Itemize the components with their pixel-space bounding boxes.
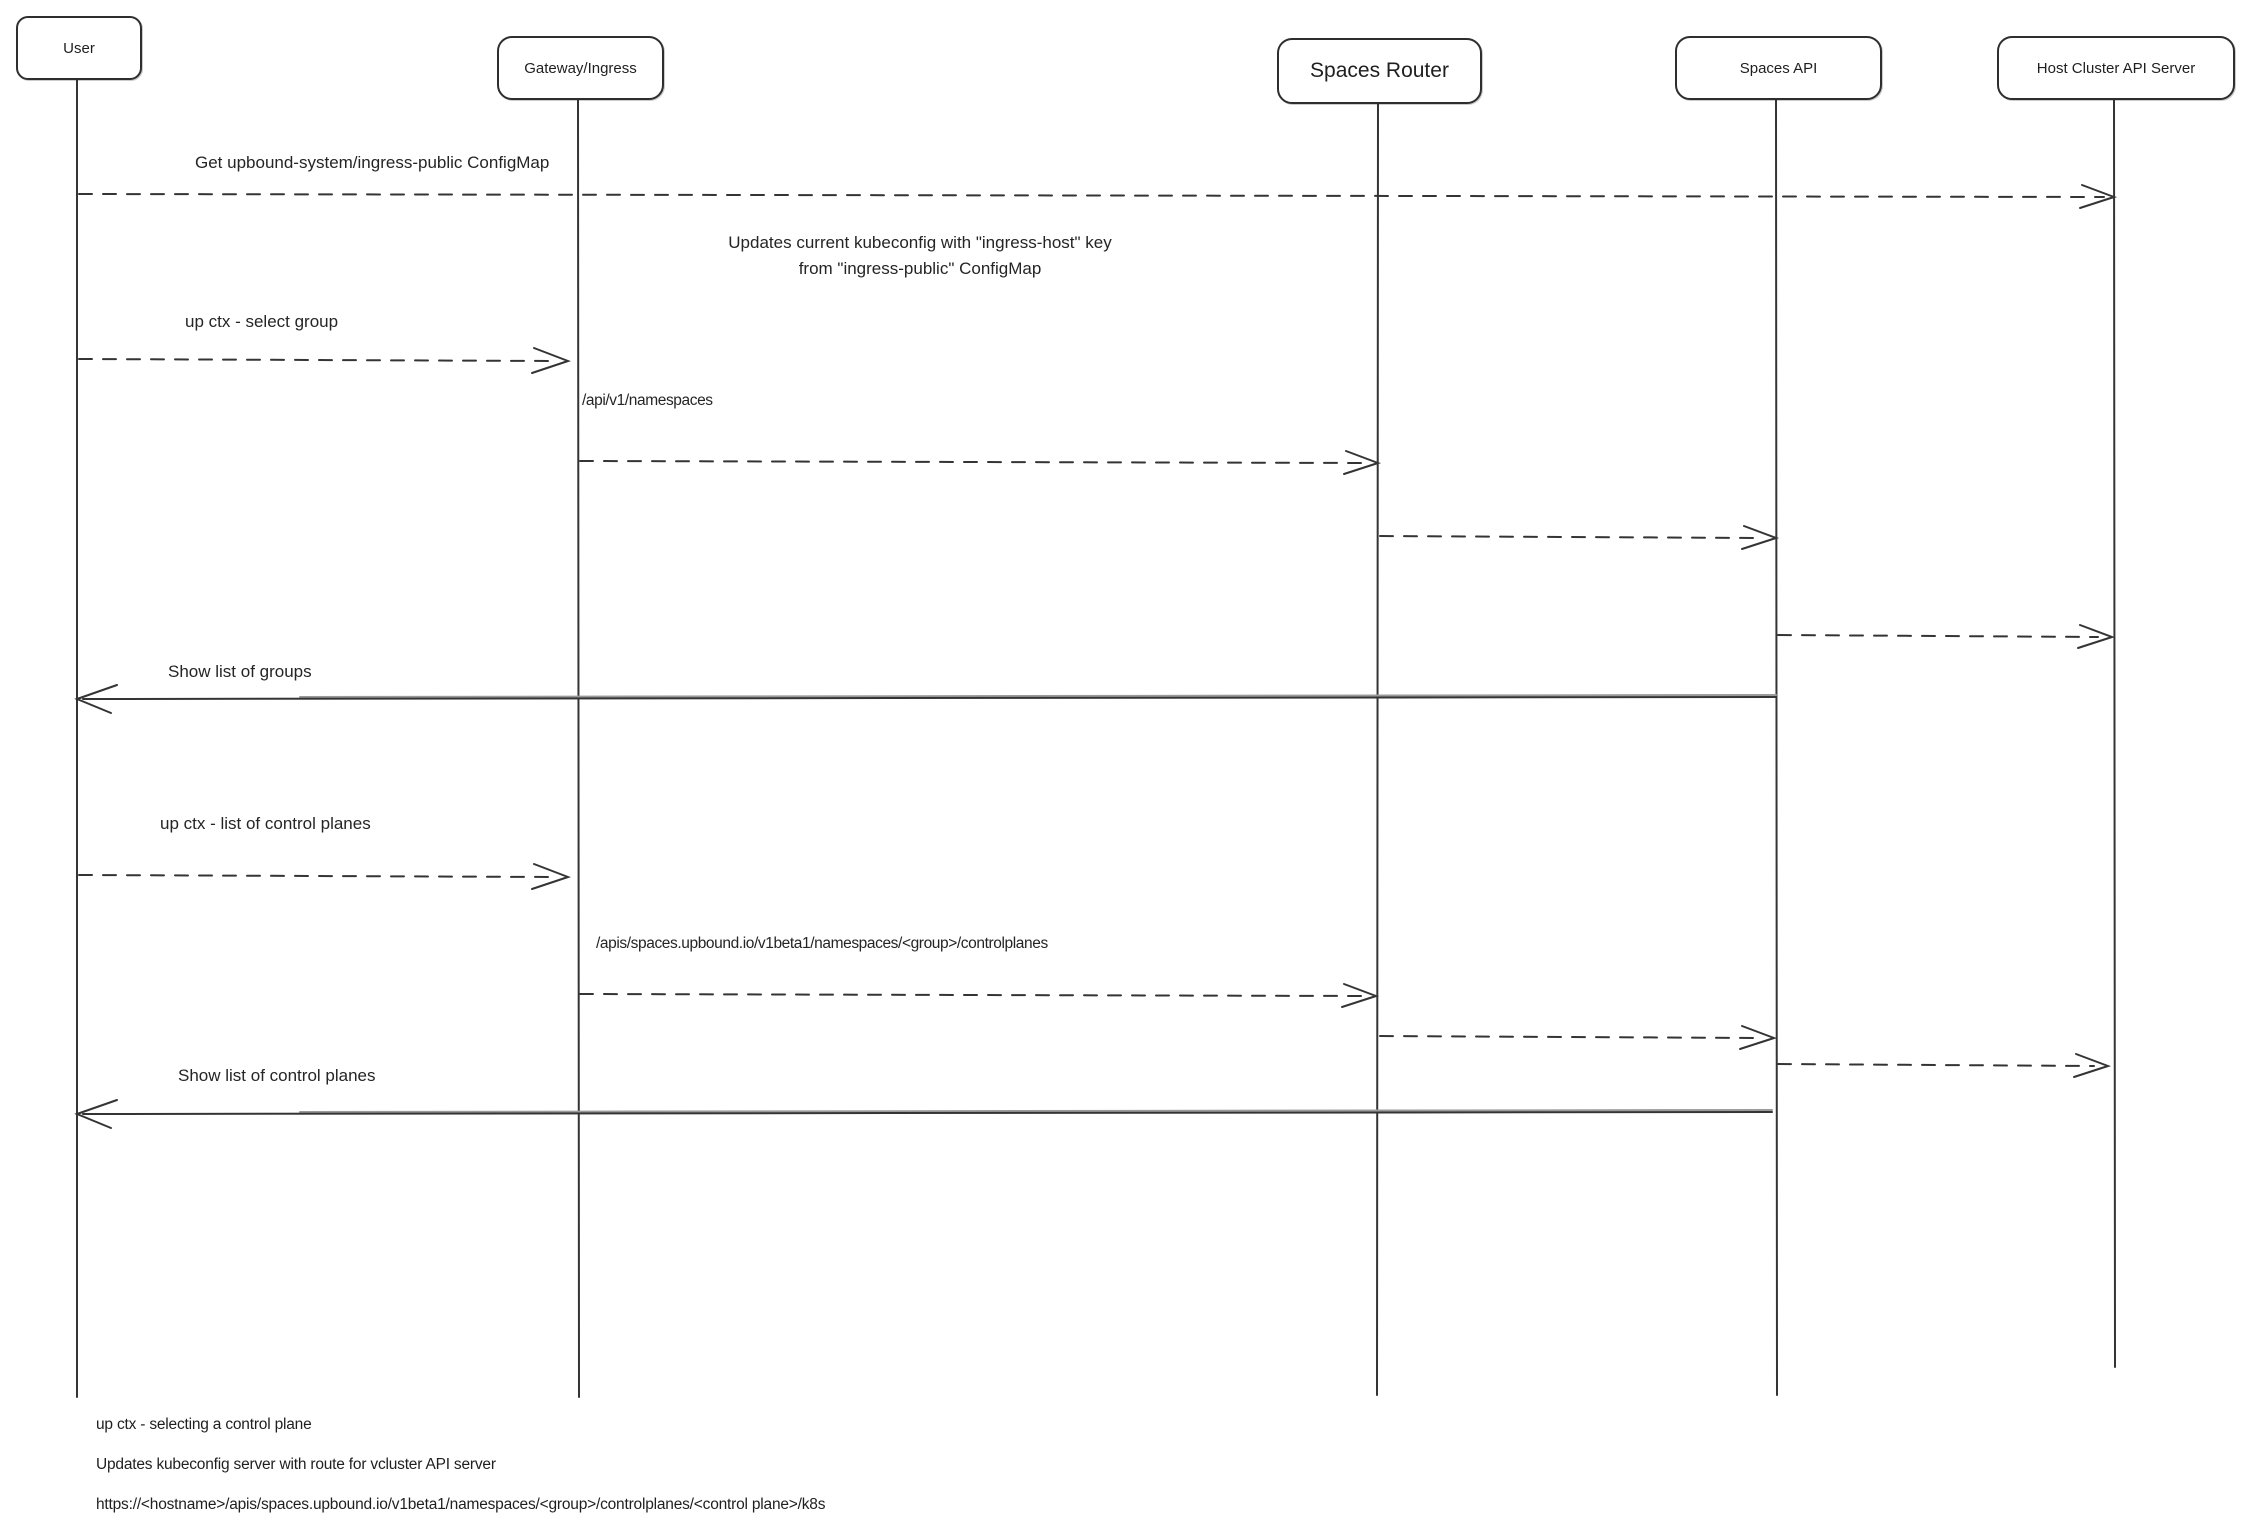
arrowhead-api-to-host [2077, 624, 2116, 649]
arrowhead-show-control-planes [74, 1099, 118, 1129]
arrowhead-apis-controlplanes [1341, 983, 1380, 1008]
note-updates-kubeconfig-line1: Updates current kubeconfig with "ingress… [728, 233, 1112, 252]
arrow-show-control-planes [82, 1111, 1773, 1115]
arrowhead-router-to-api [1741, 525, 1780, 550]
arrowhead-api-namespaces [1343, 450, 1382, 475]
arrow-show-groups-shadow [299, 694, 1777, 698]
lifeline-host-cluster [2113, 95, 2116, 1368]
arrow-api-namespaces [579, 460, 1365, 464]
actor-user: User [16, 16, 142, 80]
actor-gateway-ingress-label: Gateway/Ingress [524, 59, 637, 77]
lifeline-spaces-router [1376, 99, 1379, 1396]
footnote-hostname-url: https://<hostname>/apis/spaces.upbound.i… [96, 1496, 826, 1513]
actor-spaces-api-label: Spaces API [1739, 59, 1818, 77]
label-show-groups: Show list of groups [168, 662, 312, 681]
label-get-configmap: Get upbound-system/ingress-public Config… [195, 153, 550, 172]
actor-spaces-router: Spaces Router [1277, 38, 1482, 104]
actor-gateway-ingress: Gateway/Ingress [497, 36, 664, 100]
arrowhead-api-to-host-2 [2073, 1053, 2112, 1078]
arrowhead-router-to-api-2 [1739, 1025, 1778, 1050]
arrow-show-control-planes-shadow [299, 1109, 1773, 1113]
note-updates-kubeconfig: Updates current kubeconfig with "ingress… [640, 230, 1200, 282]
label-list-control-planes: up ctx - list of control planes [160, 814, 371, 833]
label-api-namespaces: /api/v1/namespaces [582, 392, 713, 409]
actor-spaces-api: Spaces API [1675, 36, 1882, 100]
footnote-selecting-control-plane: up ctx - selecting a control plane [96, 1416, 312, 1433]
arrow-api-to-host [1777, 634, 2099, 638]
lifeline-spaces-api [1775, 95, 1778, 1396]
actor-host-cluster-api-server: Host Cluster API Server [1997, 36, 2235, 100]
actor-host-cluster-api-server-label: Host Cluster API Server [2036, 59, 2196, 77]
arrow-apis-controlplanes [579, 993, 1363, 997]
arrowhead-show-groups [74, 684, 118, 714]
actor-spaces-router-label: Spaces Router [1310, 59, 1449, 82]
label-apis-controlplanes: /apis/spaces.upbound.io/v1beta1/namespac… [596, 935, 1048, 952]
footnote-updates-kubeconfig-server: Updates kubeconfig server with route for… [96, 1456, 496, 1473]
arrow-router-to-api [1379, 535, 1763, 539]
arrow-router-to-api-2 [1379, 1035, 1761, 1039]
label-select-group: up ctx - select group [185, 312, 339, 331]
arrow-list-control-planes [78, 874, 553, 878]
arrow-get-configmap [78, 193, 2105, 198]
arrow-api-to-host-2 [1777, 1063, 2095, 1067]
arrow-show-groups [82, 696, 1777, 700]
arrowhead-list-control-planes [531, 863, 571, 890]
label-show-control-planes: Show list of control planes [178, 1066, 376, 1085]
note-updates-kubeconfig-line2: from "ingress-public" ConfigMap [798, 259, 1042, 278]
actor-user-label: User [63, 39, 95, 57]
lifeline-gateway [577, 95, 580, 1398]
arrowhead-select-group [531, 347, 571, 374]
arrow-select-group [78, 358, 553, 362]
arrowhead-get-configmap [2079, 184, 2118, 209]
